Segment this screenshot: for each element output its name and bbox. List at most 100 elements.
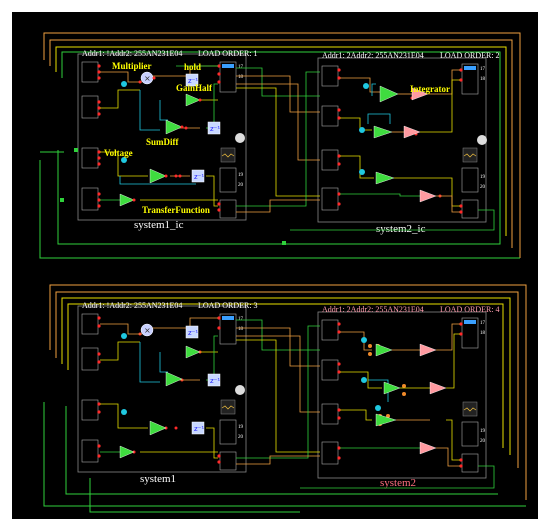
probe-icon[interactable] <box>363 83 369 89</box>
pin-18: 18 <box>238 327 244 332</box>
svg-text:×: × <box>144 326 151 335</box>
pin-20: 20 <box>480 185 486 190</box>
gain-icon[interactable] <box>419 441 437 455</box>
probe-icon[interactable] <box>361 377 367 383</box>
gainhalf-amplifier-triangle-icon[interactable] <box>185 93 201 107</box>
amplifier-triangle-icon[interactable] <box>373 125 393 139</box>
pin-20: 20 <box>480 439 486 444</box>
amplifier-triangle-icon[interactable] <box>119 445 135 459</box>
probe-icon[interactable] <box>121 157 127 163</box>
gain-icon[interactable] <box>419 343 437 357</box>
pin-18: 18 <box>480 77 486 82</box>
pin-17: 17 <box>480 67 486 72</box>
sumdiff-amplifier-triangle-icon[interactable] <box>165 119 183 135</box>
svg-text:×: × <box>144 74 151 83</box>
hold-z-delay-icon[interactable] <box>185 73 199 87</box>
gain-icon[interactable] <box>419 189 437 203</box>
pin-19: 19 <box>238 173 244 178</box>
system1-ic-right-io <box>219 61 237 219</box>
system1-ic-block[interactable]: Addr1: !Addr2: 255AN231E04 LOAD ORDER: 1… <box>77 49 258 231</box>
svg-text:z⁻¹: z⁻¹ <box>210 377 220 385</box>
label-multiplier: Multiplier <box>112 61 152 71</box>
system1-ic-port-blue <box>222 64 234 68</box>
system1-ic-header-addr: Addr1: !Addr2: 255AN231E04 <box>82 49 182 58</box>
probe-icon[interactable] <box>121 409 127 415</box>
system2-ic-wires <box>340 69 460 213</box>
system1-pins <box>97 316 221 464</box>
system1-ic-load-order: LOAD ORDER: 1 <box>198 49 258 58</box>
probe-icon[interactable] <box>361 337 367 343</box>
system2-ic-left-io <box>321 65 339 211</box>
amplifier-triangle-icon[interactable] <box>383 381 401 395</box>
amplifier-triangle-icon[interactable] <box>375 343 393 357</box>
system1-ic-right-pins <box>217 64 221 212</box>
system1-ic-component-pins <box>132 76 202 202</box>
z-delay-icon[interactable] <box>207 373 221 387</box>
gear-icon[interactable] <box>235 133 245 143</box>
system2-ic-block[interactable]: Addr1: 2Addr2: 255AN231E04 LOAD ORDER: 2… <box>317 51 500 235</box>
pin-20: 20 <box>238 183 244 188</box>
svg-text:z⁻¹: z⁻¹ <box>210 125 220 133</box>
system2-ic-right-io <box>461 63 479 219</box>
svg-text:z⁻¹: z⁻¹ <box>194 173 204 181</box>
system1-ic-left-io <box>81 61 99 211</box>
gain-icon[interactable] <box>403 125 421 139</box>
pin-18: 18 <box>238 75 244 80</box>
label-hold: hold <box>184 62 201 72</box>
label-gainhalf: GainHalf <box>176 83 213 93</box>
scope-icon[interactable] <box>462 401 478 417</box>
pin-17: 17 <box>480 321 486 326</box>
system2-header-addr: Addr1: 2Addr2: 255AN231E04 <box>322 305 424 314</box>
z-delay-icon[interactable] <box>191 421 205 435</box>
scope-icon[interactable] <box>220 147 236 163</box>
multiplier-x-icon[interactable] <box>140 323 154 337</box>
probe-icon[interactable] <box>359 127 365 133</box>
system2-name: system2 <box>380 477 416 489</box>
label-sumdiff: SumDiff <box>146 137 180 147</box>
sumdiff-z-delay-icon[interactable] <box>207 121 221 135</box>
amplifier-triangle-icon[interactable] <box>375 413 397 427</box>
probe-icon[interactable] <box>121 81 127 87</box>
system1-header-addr: Addr1: !Addr2: 255AN231E04 <box>82 301 182 310</box>
system2-ic-load-order: LOAD ORDER: 2 <box>440 51 500 60</box>
scope-icon[interactable] <box>462 147 478 163</box>
system2-load-order: LOAD ORDER: 4 <box>440 305 500 314</box>
voltage-z-delay-icon[interactable] <box>191 169 205 183</box>
transfer-amplifier-triangle-icon[interactable] <box>119 193 135 207</box>
system1-block[interactable]: Addr1: !Addr2: 255AN231E04 LOAD ORDER: 3… <box>77 301 258 485</box>
probe-icon[interactable] <box>121 333 127 339</box>
gear-icon[interactable] <box>235 385 245 395</box>
system1-name: system1 <box>140 473 176 485</box>
system2-pins <box>337 322 463 468</box>
gear-icon[interactable] <box>477 135 487 145</box>
gain-icon[interactable] <box>429 381 447 395</box>
integrator-amplifier-triangle-icon[interactable] <box>379 85 399 103</box>
svg-text:z⁻¹: z⁻¹ <box>188 77 198 85</box>
top-cross-wires <box>60 67 495 245</box>
pin-19: 19 <box>480 175 486 180</box>
scope-icon[interactable] <box>220 399 236 415</box>
system1-ic-left-pins <box>97 64 101 208</box>
amplifier-triangle-icon[interactable] <box>185 345 201 359</box>
system2-ic-name: system2_ic <box>376 223 426 235</box>
pin-19: 19 <box>238 425 244 430</box>
label-transferfunction: TransferFunction <box>142 205 210 215</box>
amplifier-triangle-icon[interactable] <box>149 420 167 436</box>
probe-icon[interactable] <box>375 405 381 411</box>
bottom-cross-wires <box>236 319 495 489</box>
amplifier-triangle-icon[interactable] <box>375 171 395 185</box>
system1-ic-wires <box>100 65 218 207</box>
pin-17: 17 <box>238 65 244 70</box>
probe-icon[interactable] <box>359 169 365 175</box>
outer-routing-bottom <box>43 284 527 513</box>
integrator-gain-icon[interactable] <box>411 87 429 101</box>
amplifier-triangle-icon[interactable] <box>165 371 183 387</box>
voltage-amplifier-triangle-icon[interactable] <box>149 168 167 184</box>
label-voltage: Voltage <box>104 148 133 158</box>
z-delay-icon[interactable] <box>185 325 199 339</box>
system1-ic-name: system1_ic <box>134 219 184 231</box>
svg-text:z⁻¹: z⁻¹ <box>194 425 204 433</box>
svg-text:z⁻¹: z⁻¹ <box>188 329 198 337</box>
system2-block[interactable]: Addr1: 2Addr2: 255AN231E04 LOAD ORDER: 4… <box>317 305 500 489</box>
